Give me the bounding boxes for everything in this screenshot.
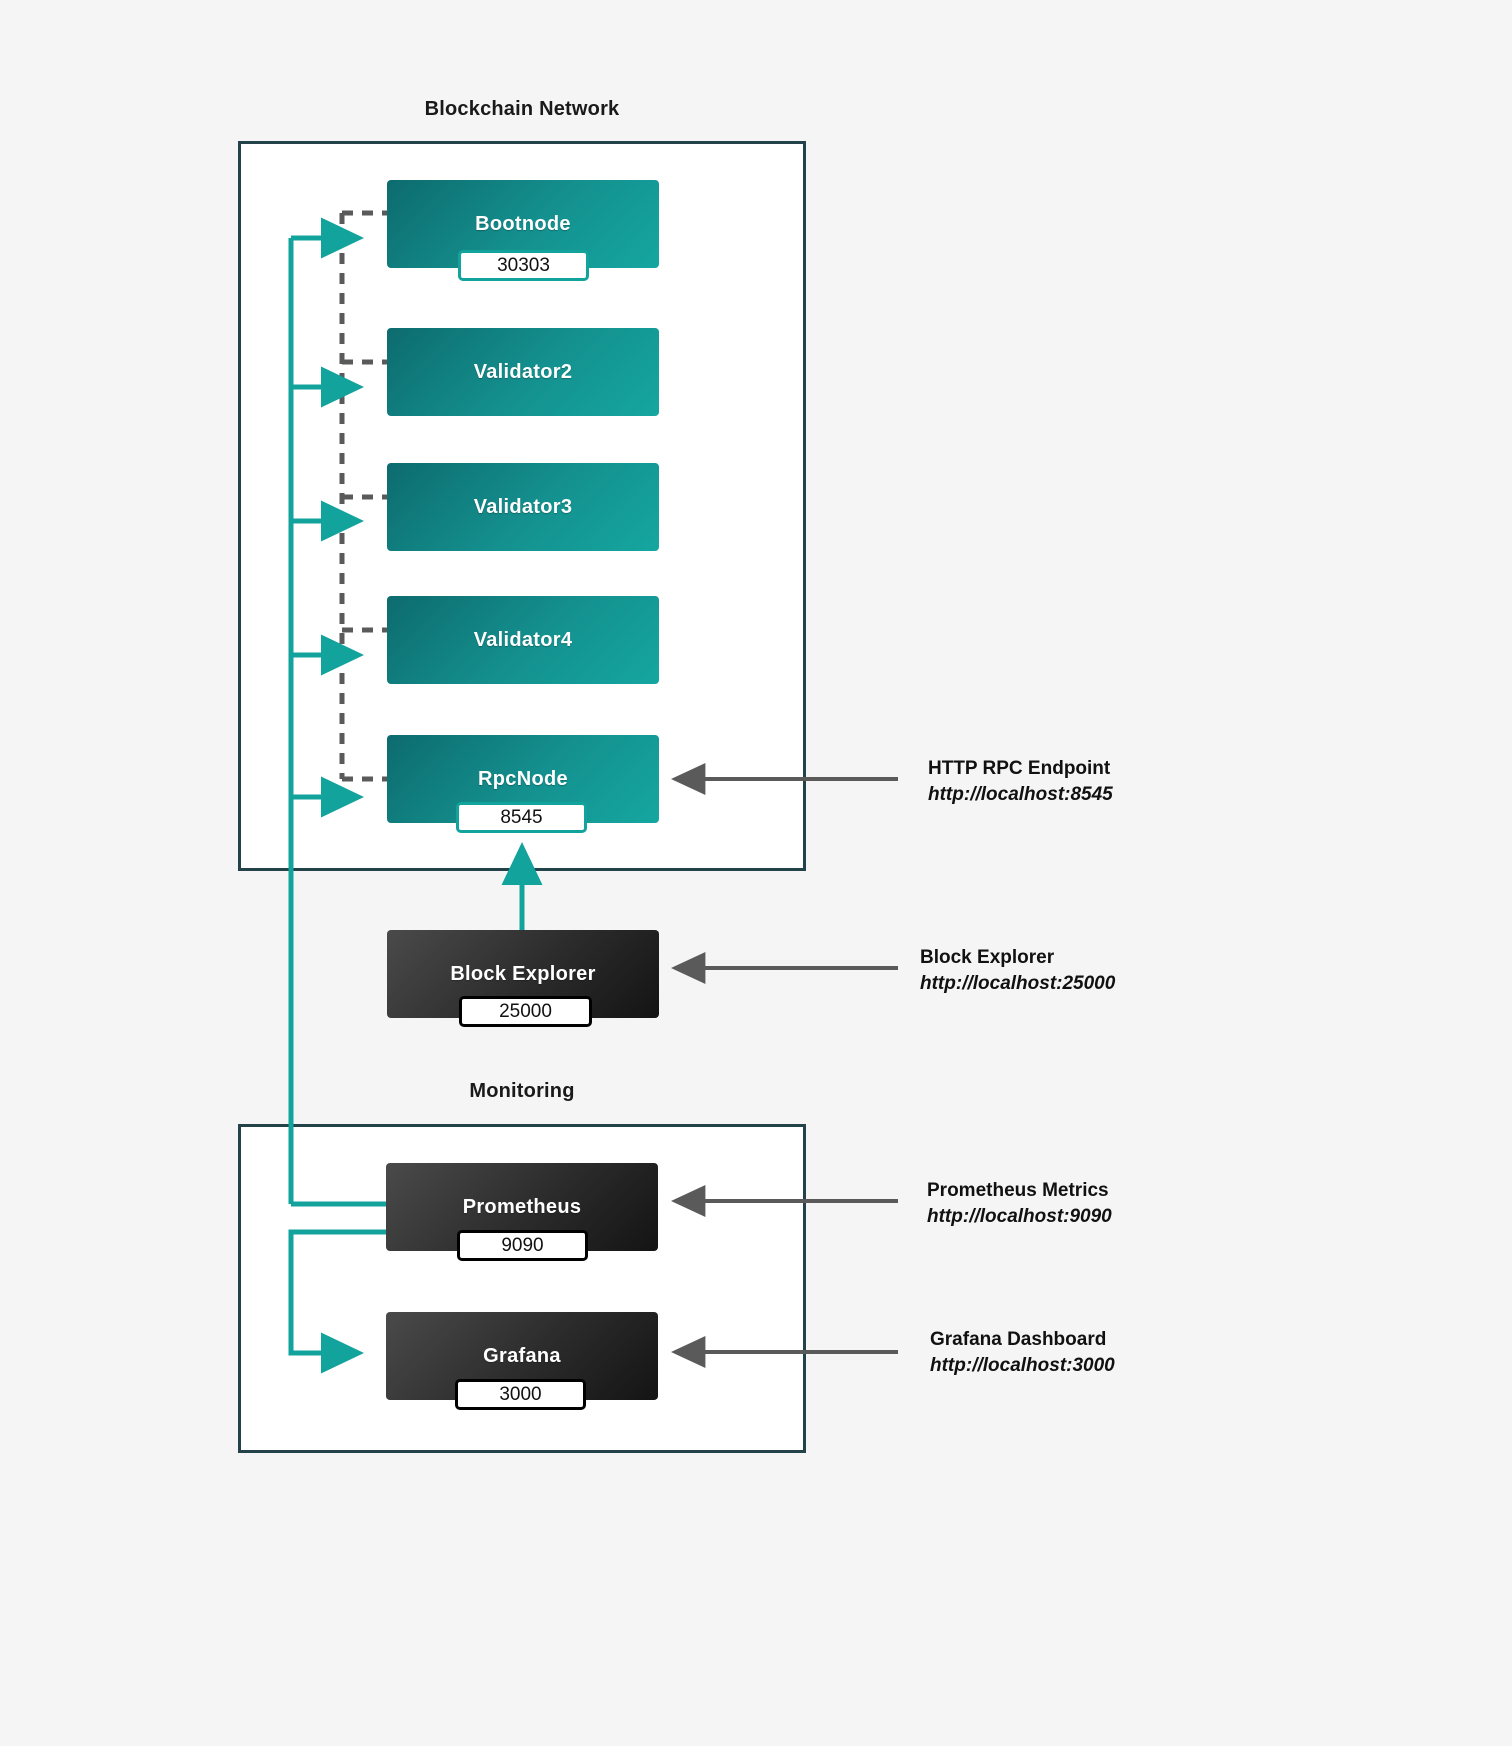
node-rpcnode-label: RpcNode <box>478 767 568 790</box>
annotation-rpc-endpoint-title: HTTP RPC Endpoint <box>928 758 1111 779</box>
node-prometheus-label: Prometheus <box>462 1195 582 1218</box>
node-validator2-label: Validator2 <box>473 360 573 383</box>
node-block-explorer-port-badge: 25000 <box>459 996 592 1027</box>
node-prometheus-port-badge: 9090 <box>457 1230 588 1261</box>
annotation-block-explorer: Block Explorer http://localhost:25000 <box>920 945 1115 997</box>
node-validator4[interactable]: Validator4 <box>387 596 659 684</box>
node-bootnode-port-badge: 30303 <box>458 250 589 281</box>
node-rpcnode[interactable]: RpcNode <box>387 735 659 823</box>
annotation-grafana-title: Grafana Dashboard <box>930 1329 1107 1350</box>
annotation-prometheus: Prometheus Metrics http://localhost:9090 <box>927 1178 1112 1230</box>
node-validator2[interactable]: Validator2 <box>387 328 659 416</box>
annotation-block-explorer-title: Block Explorer <box>920 947 1055 968</box>
annotation-prometheus-url[interactable]: http://localhost:9090 <box>927 1206 1112 1227</box>
node-validator3-label: Validator3 <box>473 495 573 518</box>
group-title-blockchain-network: Blockchain Network <box>424 98 620 120</box>
annotation-grafana: Grafana Dashboard http://localhost:3000 <box>930 1327 1115 1379</box>
annotation-prometheus-title: Prometheus Metrics <box>927 1180 1109 1201</box>
node-rpcnode-port-badge: 8545 <box>456 802 587 833</box>
node-validator4-label: Validator4 <box>473 628 573 651</box>
annotation-rpc-endpoint-url[interactable]: http://localhost:8545 <box>928 784 1113 805</box>
node-grafana-label: Grafana <box>483 1344 561 1367</box>
annotation-grafana-url[interactable]: http://localhost:3000 <box>930 1355 1115 1376</box>
node-block-explorer-label: Block Explorer <box>450 962 596 985</box>
node-bootnode-label: Bootnode <box>475 212 571 235</box>
node-grafana-port-badge: 3000 <box>455 1379 586 1410</box>
annotation-block-explorer-url[interactable]: http://localhost:25000 <box>920 973 1116 994</box>
annotation-rpc-endpoint: HTTP RPC Endpoint http://localhost:8545 <box>928 756 1113 808</box>
node-validator3[interactable]: Validator3 <box>387 463 659 551</box>
group-title-monitoring: Monitoring <box>469 1080 575 1102</box>
